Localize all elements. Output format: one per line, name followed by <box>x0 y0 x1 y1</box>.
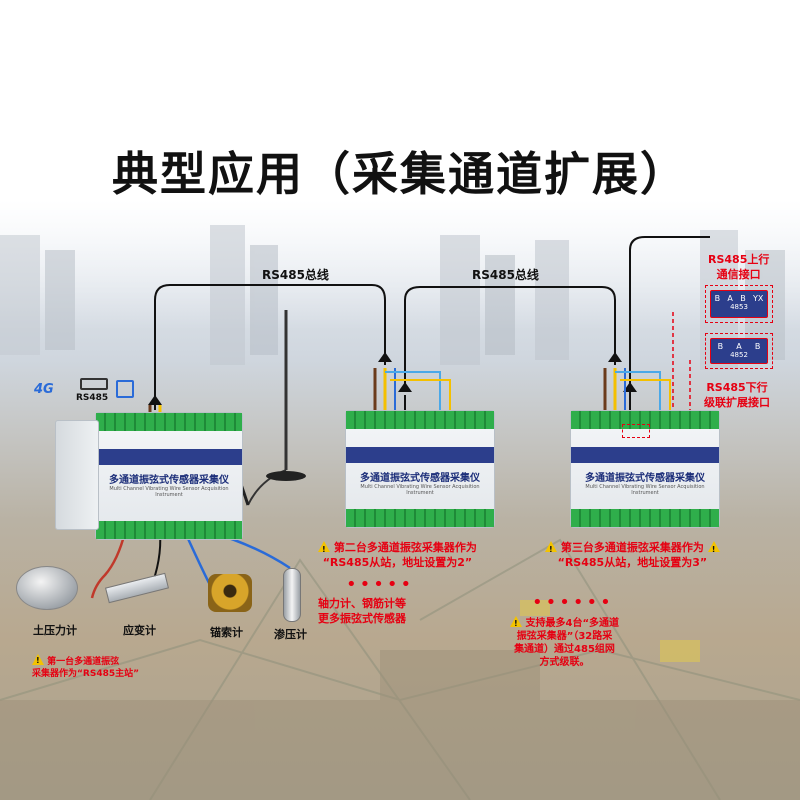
slave-device-2: 多通道振弦式传感器采集仪 Multi Channel Vibrating Wir… <box>345 410 495 528</box>
pin-b: B <box>717 342 724 351</box>
device-brand: 多通道振弦式传感器采集仪 <box>585 473 705 484</box>
warning-icon <box>32 654 44 667</box>
terminal-block-top <box>96 413 242 431</box>
device-label-band <box>571 447 719 463</box>
downstream-port-diagram: B A B 4852 <box>710 338 768 364</box>
terminal-block-bottom <box>571 509 719 527</box>
more-sensors-dots: ••••• <box>346 574 415 595</box>
piezometer <box>283 568 301 622</box>
sensor-label-earth-pressure: 土压力计 <box>33 624 77 637</box>
upstream-port-label: RS485上行 通信接口 <box>708 253 770 281</box>
pin-a: A <box>736 342 742 351</box>
slave-device-3: 多通道振弦式传感器采集仪 Multi Channel Vibrating Wir… <box>570 410 720 528</box>
device-side-mount <box>55 420 99 530</box>
cascade-dots: •••••• <box>532 592 614 613</box>
terminal-block-bottom <box>96 521 242 539</box>
rs485-bus-label-1: RS485总线 <box>262 268 329 282</box>
pin-b: B <box>714 294 721 303</box>
more-sensors-note: 轴力计、钢筋计等 更多振弦式传感器 <box>318 597 406 625</box>
device-brand: 多通道振弦式传感器采集仪 <box>360 473 480 484</box>
warning-icon <box>510 616 522 630</box>
pin-a: A <box>727 294 733 303</box>
device-subtitle: Multi Channel Vibrating Wire Sensor Acqu… <box>360 484 480 496</box>
device-label-band <box>96 449 242 465</box>
terminal-block-top <box>346 411 494 429</box>
port-highlight <box>622 424 650 438</box>
pin-yx: YX <box>752 294 764 303</box>
upstream-port-frame <box>705 285 773 323</box>
anchor-load-cell <box>208 574 252 612</box>
rs485-bus-label-2: RS485总线 <box>472 268 539 282</box>
sensor-label-piezometer: 渗压计 <box>274 628 307 641</box>
upstream-port-diagram: B A B YX 4853 <box>710 290 768 318</box>
port-code: 4853 <box>730 303 748 311</box>
downstream-port-frame <box>705 333 773 369</box>
rs485-port-icon <box>80 378 108 390</box>
device-subtitle: Multi Channel Vibrating Wire Sensor Acqu… <box>109 486 229 498</box>
master-acquisition-device: 多通道振弦式传感器采集仪 Multi Channel Vibrating Wir… <box>95 412 243 540</box>
port-code: 4852 <box>730 351 748 359</box>
page-title: 典型应用（采集通道扩展） <box>112 147 688 201</box>
terminal-block-bottom <box>346 509 494 527</box>
terminal-block-top <box>571 411 719 429</box>
device-label-band <box>346 447 494 463</box>
master-note: 第一台多通道振弦 采集器作为“RS485主站” <box>32 654 139 680</box>
warning-icon <box>545 541 557 557</box>
rs485-label: RS485 <box>76 393 109 403</box>
pin-b: B <box>740 294 746 303</box>
device-subtitle: Multi Channel Vibrating Wire Sensor Acqu… <box>585 484 705 496</box>
ethernet-icon <box>116 380 134 398</box>
device3-note: 第三台多通道振弦采集器作为 “RS485从站，地址设置为3” <box>545 540 720 570</box>
device-brand: 多通道振弦式传感器采集仪 <box>109 475 229 486</box>
downstream-port-label: RS485下行 级联扩展接口 <box>704 381 770 409</box>
device2-note: 第二台多通道振弦采集器作为 “RS485从站，地址设置为2” <box>318 540 477 570</box>
pin-b: B <box>754 342 761 351</box>
4g-icon: 4G <box>34 382 54 397</box>
max-cascade-note: 支持最多4台“多通道 振弦采集器”（32路采 集通道）通过485组网 方式级联。 <box>510 616 619 669</box>
earth-pressure-cell <box>16 566 78 610</box>
sensor-label-anchor: 锚索计 <box>210 626 243 639</box>
warning-icon <box>318 541 330 557</box>
warning-icon <box>707 541 720 557</box>
sensor-label-strain: 应变计 <box>123 624 156 637</box>
